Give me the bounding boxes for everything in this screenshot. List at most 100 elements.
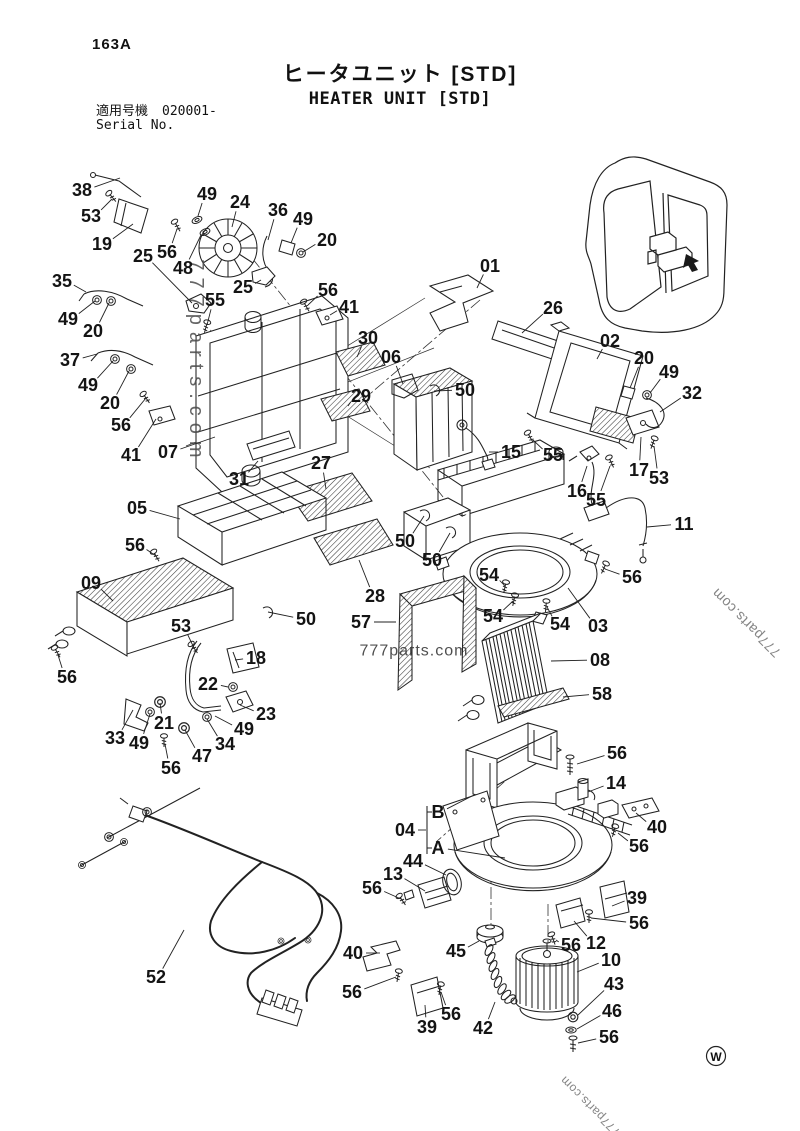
leader-line xyxy=(395,365,404,385)
assembly-mark-letter: W xyxy=(710,1050,722,1064)
callout-43: 43 xyxy=(604,974,624,994)
leader-line xyxy=(82,353,98,359)
leader-line xyxy=(653,445,658,469)
leader-line xyxy=(532,439,543,450)
callout-40: 40 xyxy=(343,943,363,963)
leader-line xyxy=(267,611,294,618)
leader-line xyxy=(573,920,588,937)
leader-line xyxy=(587,785,604,793)
callout-13: 13 xyxy=(383,864,403,884)
leader-line xyxy=(152,262,193,304)
leader-line xyxy=(438,532,451,553)
leader-line xyxy=(143,713,151,735)
leader-line xyxy=(197,202,203,217)
callout-16: 16 xyxy=(567,481,587,501)
callout-56: 56 xyxy=(125,535,145,555)
callout-55: 55 xyxy=(586,490,606,510)
leader-line xyxy=(611,900,625,907)
callout-56: 56 xyxy=(161,758,181,778)
leader-line xyxy=(116,370,130,395)
leader-line xyxy=(467,940,480,948)
leader-line xyxy=(576,1015,601,1030)
callout-17: 17 xyxy=(629,460,649,480)
leader-line xyxy=(231,211,237,228)
callout-50: 50 xyxy=(395,531,415,551)
leader-line xyxy=(600,465,611,492)
watermark: 777parts.com xyxy=(360,643,469,660)
title-english: HEATER UNIT [STD] xyxy=(308,89,492,109)
callout-02: 02 xyxy=(600,331,620,351)
callout-57: 57 xyxy=(351,612,371,632)
leader-line xyxy=(138,418,157,448)
leader-line xyxy=(307,295,318,306)
callout-49: 49 xyxy=(659,362,679,382)
leader-line xyxy=(412,515,425,534)
callout-33: 33 xyxy=(105,728,125,748)
callout-50: 50 xyxy=(296,609,316,629)
callout-08: 08 xyxy=(590,650,610,670)
leader-line xyxy=(302,244,316,253)
leader-line xyxy=(440,991,447,1006)
callout-B: B xyxy=(432,802,445,822)
leader-line xyxy=(577,990,605,1016)
callout-54: 54 xyxy=(483,606,503,626)
callout-23: 23 xyxy=(256,704,276,724)
callout-09: 09 xyxy=(81,573,101,593)
leader-line xyxy=(214,715,233,726)
leader-line xyxy=(73,284,87,293)
callout-56: 56 xyxy=(622,567,642,587)
callout-35: 35 xyxy=(52,271,72,291)
callout-48: 48 xyxy=(173,258,193,278)
page-title: ヒータユニット [STD] HEATER UNIT [STD] xyxy=(0,58,800,109)
callout-44: 44 xyxy=(403,851,423,871)
callout-56: 56 xyxy=(607,743,627,763)
leader-line xyxy=(635,812,647,822)
leader-line xyxy=(424,864,447,876)
callout-56: 56 xyxy=(57,667,77,687)
leader-line xyxy=(129,397,147,419)
callout-56: 56 xyxy=(629,836,649,856)
callout-27: 27 xyxy=(311,453,331,473)
callout-07: 07 xyxy=(158,442,178,462)
leader-line xyxy=(329,310,338,316)
callout-36: 36 xyxy=(268,200,288,220)
callout-56: 56 xyxy=(318,280,338,300)
callout-05: 05 xyxy=(127,498,147,518)
callout-20: 20 xyxy=(100,393,120,413)
leader-line xyxy=(78,300,96,314)
callout-42: 42 xyxy=(473,1018,493,1038)
callout-50: 50 xyxy=(455,380,475,400)
callout-58: 58 xyxy=(592,684,612,704)
leader-line xyxy=(617,832,629,842)
callout-56: 56 xyxy=(441,1004,461,1024)
callout-52: 52 xyxy=(146,967,166,987)
callout-01: 01 xyxy=(480,256,500,276)
callout-41: 41 xyxy=(339,297,359,317)
leader-line xyxy=(581,465,588,483)
leader-line xyxy=(659,397,682,413)
leader-line xyxy=(112,223,134,240)
callout-39: 39 xyxy=(627,888,647,908)
leader-line xyxy=(149,509,181,520)
wiring-harness-group xyxy=(79,787,343,1027)
callout-20: 20 xyxy=(317,230,337,250)
callout-31: 31 xyxy=(229,469,249,489)
leader-line xyxy=(94,177,121,188)
callout-49: 49 xyxy=(78,375,98,395)
serial-value: 020001- xyxy=(162,104,217,119)
leader-line xyxy=(206,309,212,326)
callout-56: 56 xyxy=(111,415,131,435)
leader-line xyxy=(521,313,544,334)
heater-unit-right-group xyxy=(391,274,665,724)
leader-line xyxy=(356,346,362,358)
leader-line xyxy=(596,348,603,360)
leader-line xyxy=(159,702,162,714)
callout-56: 56 xyxy=(362,878,382,898)
leader-line xyxy=(187,634,195,649)
callout-56: 56 xyxy=(561,935,581,955)
serial-label-en: Serial No. xyxy=(96,118,175,133)
leader-line xyxy=(347,401,352,407)
callout-53: 53 xyxy=(171,616,191,636)
leader-line xyxy=(546,606,553,617)
leader-line xyxy=(248,460,259,473)
